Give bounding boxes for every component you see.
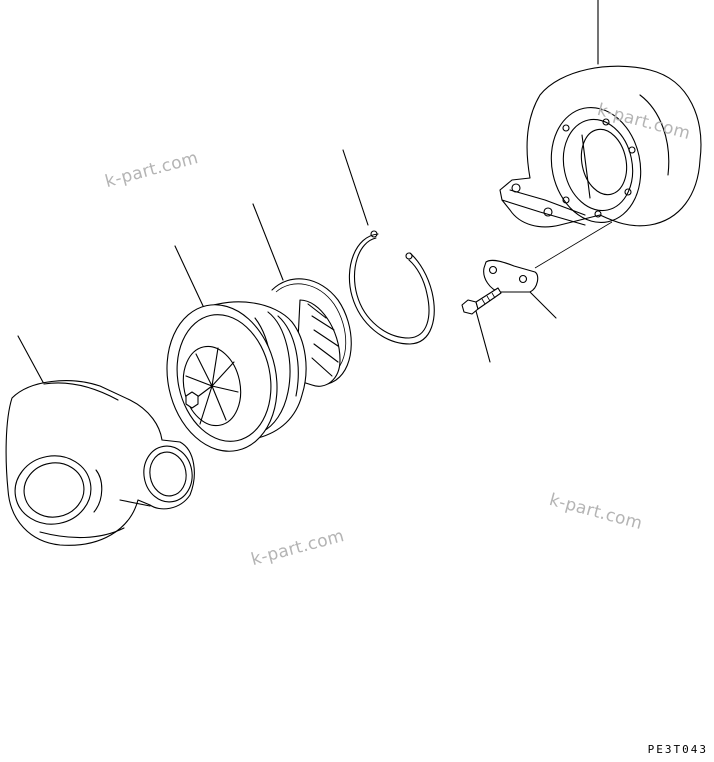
leader-line-cartridge [174, 245, 205, 309]
drawing-code: PE3T043 [647, 743, 708, 756]
leader-line-bolt [475, 310, 491, 363]
leader-line-clamp [529, 291, 557, 319]
snap-ring [342, 149, 435, 345]
turbine-housing [499, 0, 702, 228]
leader-line-snap-ring [342, 149, 369, 226]
alignment-line [534, 221, 613, 269]
compressor-housing [5, 335, 195, 546]
cartridge-assembly [166, 245, 341, 452]
clamp-plate [483, 259, 557, 319]
bolt [461, 287, 502, 363]
leader-line-compressor-housing [17, 335, 45, 385]
leader-line-o-ring [252, 203, 284, 281]
